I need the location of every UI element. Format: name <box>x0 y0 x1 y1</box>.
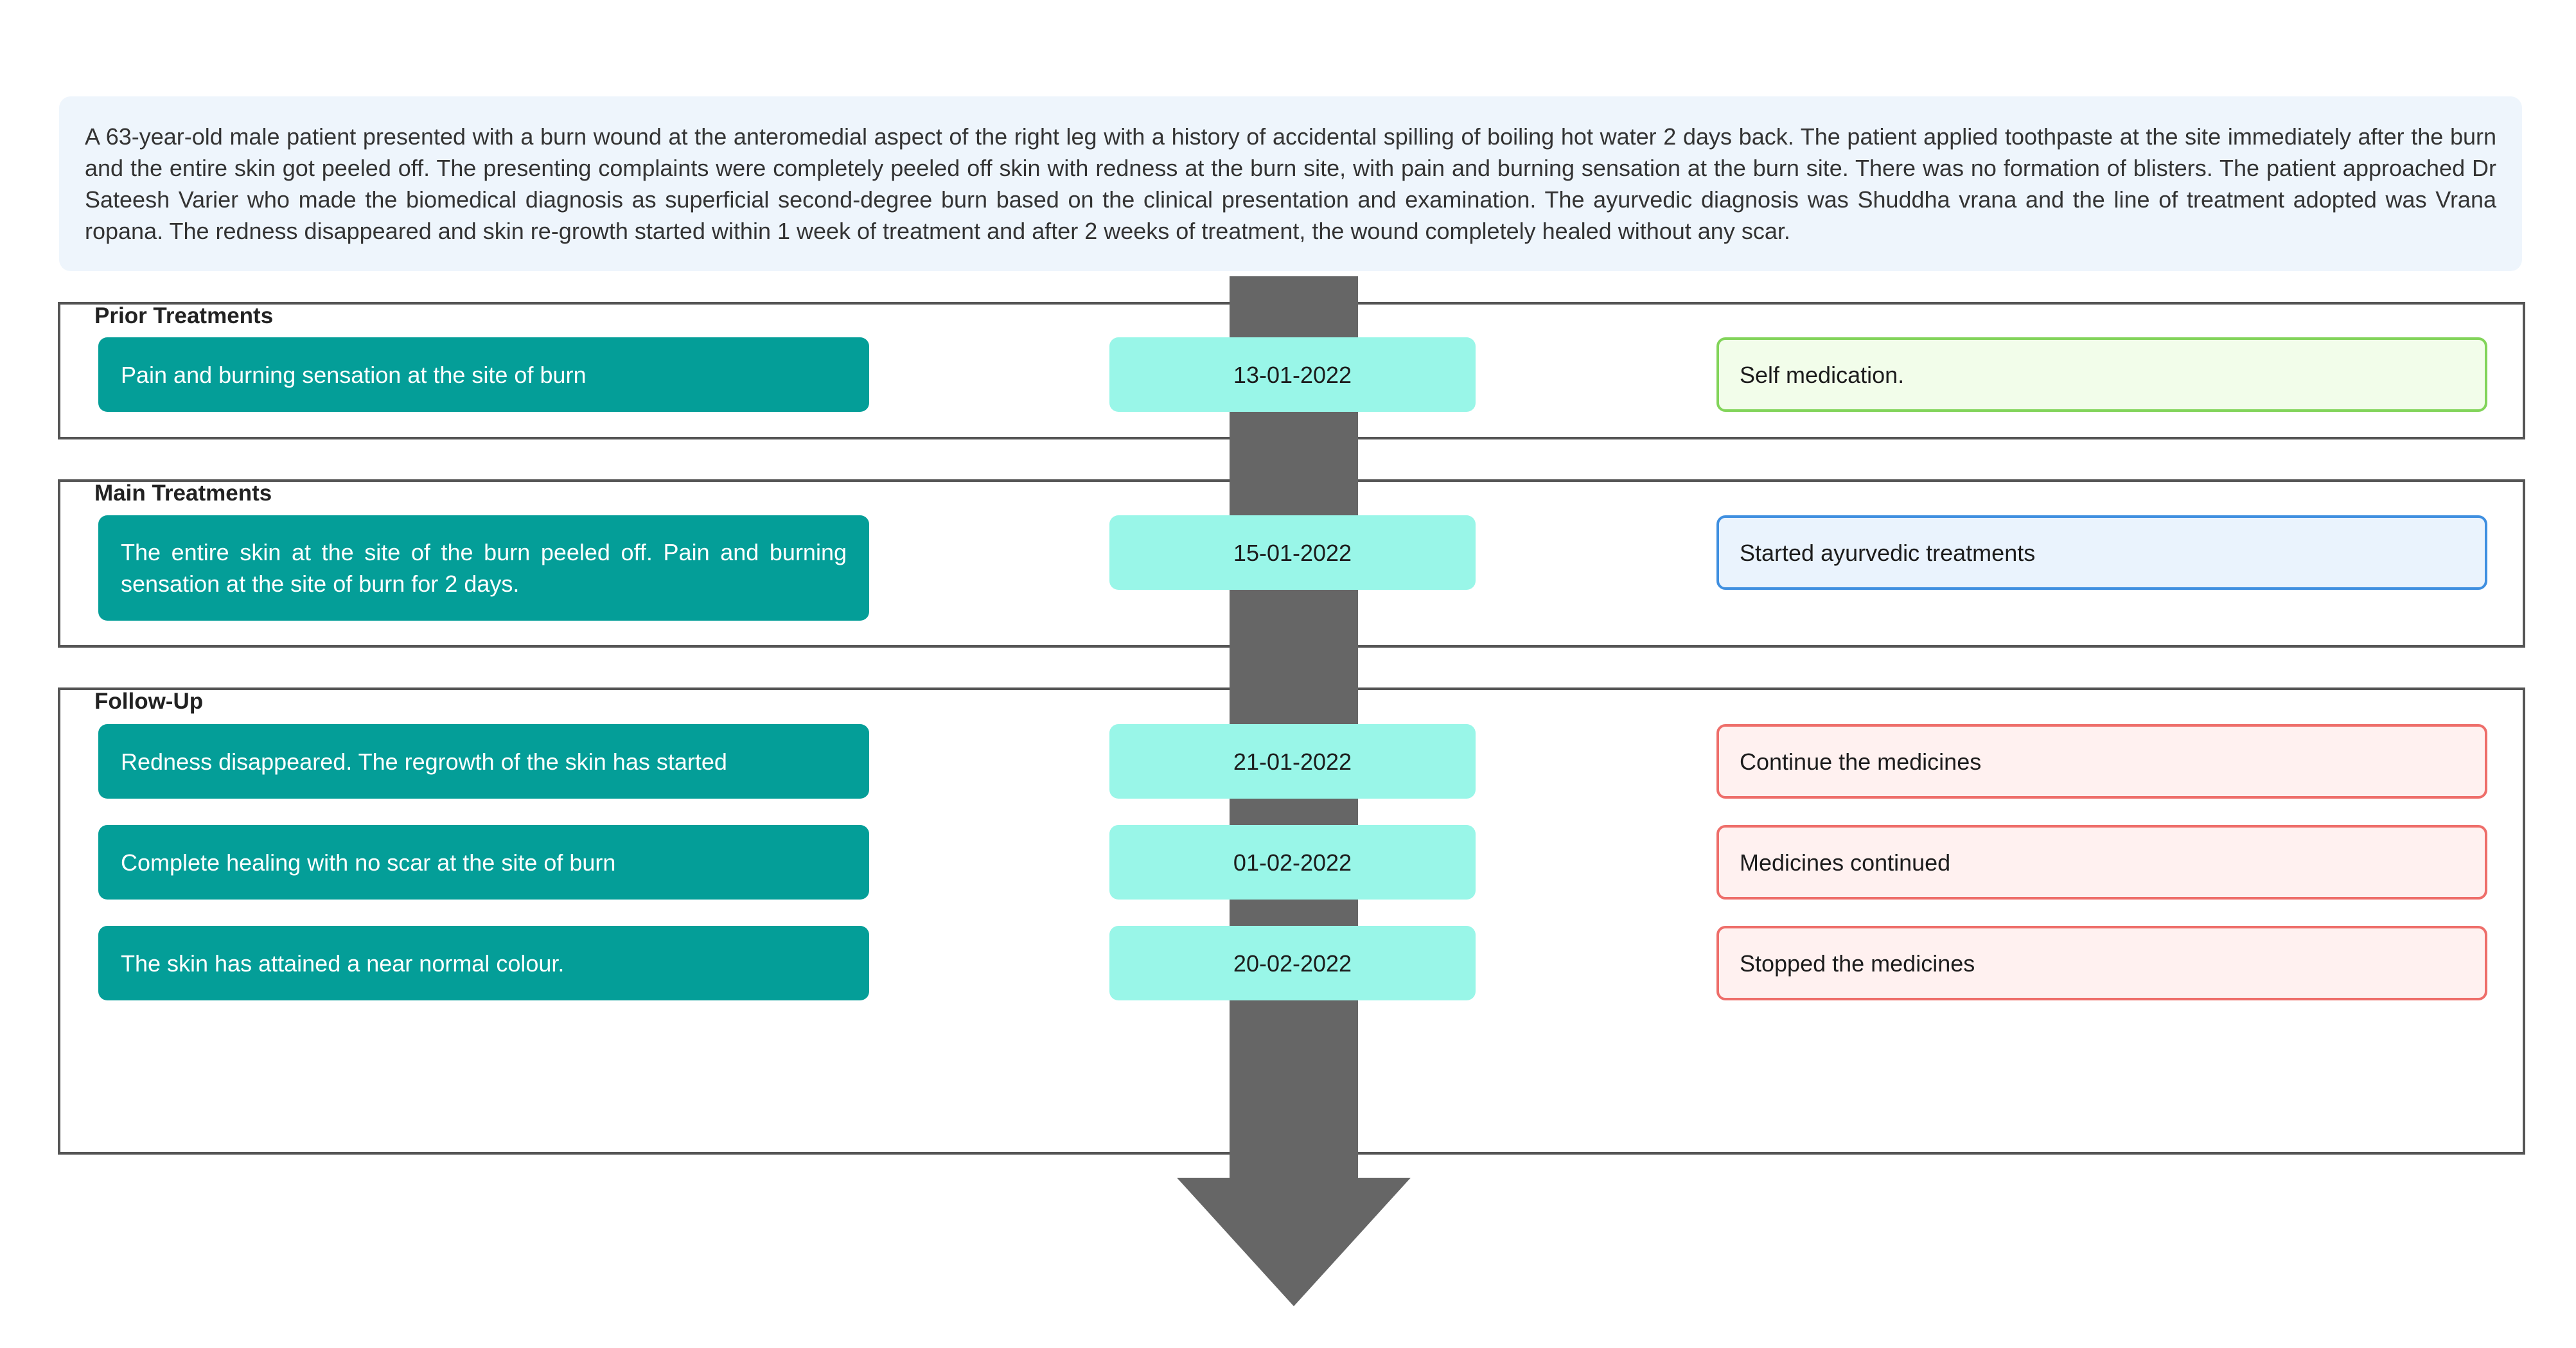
finding-card: Complete healing with no scar at the sit… <box>98 825 869 900</box>
outcome-text: Stopped the medicines <box>1740 950 1975 977</box>
outcome-text: Self medication. <box>1740 361 1905 388</box>
finding-card: The skin has attained a near normal colo… <box>98 926 869 1000</box>
section-title: Main Treatments <box>94 481 272 506</box>
outcome-card: Medicines continued <box>1716 825 2487 900</box>
date-card: 21-01-2022 <box>1109 724 1476 799</box>
date-text: 01-02-2022 <box>1233 849 1352 876</box>
finding-text: The entire skin at the site of the burn … <box>121 539 847 597</box>
finding-text: Redness disappeared. The regrowth of the… <box>121 748 727 775</box>
outcome-card: Started ayurvedic treatments <box>1716 515 2487 590</box>
date-text: 15-01-2022 <box>1233 539 1352 566</box>
section-title: Follow-Up <box>94 689 204 714</box>
timeline-arrow-head <box>1177 1178 1411 1306</box>
date-text: 13-01-2022 <box>1233 361 1352 388</box>
date-text: 21-01-2022 <box>1233 748 1352 775</box>
outcome-text: Started ayurvedic treatments <box>1740 539 2036 566</box>
date-card: 13-01-2022 <box>1109 337 1476 412</box>
date-card: 01-02-2022 <box>1109 825 1476 900</box>
finding-text: The skin has attained a near normal colo… <box>121 950 565 977</box>
finding-text: Pain and burning sensation at the site o… <box>121 361 587 388</box>
outcome-card: Self medication. <box>1716 337 2487 412</box>
finding-card: The entire skin at the site of the burn … <box>98 515 869 621</box>
case-summary: A 63-year-old male patient presented wit… <box>59 96 2522 271</box>
outcome-text: Medicines continued <box>1740 849 1951 876</box>
finding-card: Redness disappeared. The regrowth of the… <box>98 724 869 799</box>
date-card: 15-01-2022 <box>1109 515 1476 590</box>
section-title: Prior Treatments <box>94 303 274 328</box>
finding-card: Pain and burning sensation at the site o… <box>98 337 869 412</box>
date-card: 20-02-2022 <box>1109 926 1476 1000</box>
outcome-card: Continue the medicines <box>1716 724 2487 799</box>
outcome-card: Stopped the medicines <box>1716 926 2487 1000</box>
date-text: 20-02-2022 <box>1233 950 1352 977</box>
outcome-text: Continue the medicines <box>1740 748 1982 775</box>
finding-text: Complete healing with no scar at the sit… <box>121 849 616 876</box>
